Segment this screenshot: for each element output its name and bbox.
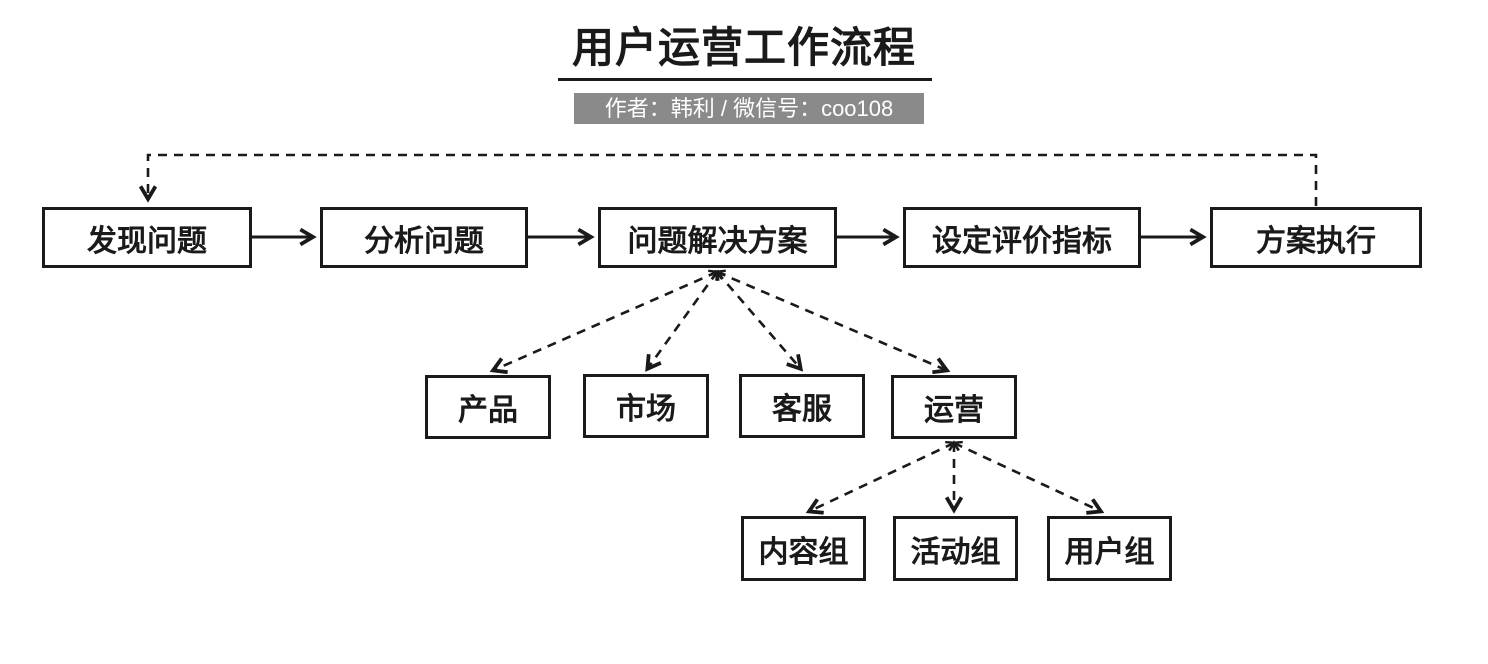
node-label: 问题解决方案	[627, 224, 808, 258]
node-plan-execution: 方案执行	[1210, 207, 1422, 268]
node-label: 运营	[924, 394, 984, 427]
node-label: 内容组	[758, 535, 849, 569]
edge-solution-operations	[717, 272, 946, 370]
node-market: 市场	[583, 374, 709, 438]
node-discover-problem: 发现问题	[42, 207, 252, 268]
node-product: 产品	[425, 375, 551, 439]
edge-solution-service	[717, 272, 800, 368]
node-label: 活动组	[910, 535, 1001, 569]
title-underline	[558, 78, 932, 81]
node-problem-solution: 问题解决方案	[598, 207, 837, 268]
node-content-team: 内容组	[741, 516, 866, 581]
edge-operations-user	[954, 443, 1100, 511]
page-title: 用户运营工作流程	[571, 24, 916, 71]
node-set-evaluation-metrics: 设定评价指标	[903, 207, 1141, 268]
edge-execute-discover-feedback	[148, 153, 1318, 206]
node-operations: 运营	[891, 375, 1017, 439]
node-label: 产品	[458, 394, 518, 427]
node-label: 市场	[616, 393, 676, 426]
node-user-team: 用户组	[1047, 516, 1172, 581]
node-label: 发现问题	[87, 224, 207, 258]
node-analyze-problem: 分析问题	[320, 207, 528, 268]
node-label: 客服	[772, 393, 832, 426]
author-byline: 作者：韩利 / 微信号：coo108	[574, 93, 924, 124]
node-label: 设定评价指标	[932, 224, 1112, 258]
node-label: 分析问题	[364, 224, 484, 258]
node-label: 用户组	[1064, 535, 1155, 569]
edge-operations-content	[810, 443, 954, 511]
node-activity-team: 活动组	[893, 516, 1018, 581]
node-label: 方案执行	[1256, 224, 1376, 258]
node-customer-service: 客服	[739, 374, 865, 438]
edge-solution-market	[648, 272, 717, 368]
edge-solution-product	[494, 272, 717, 370]
